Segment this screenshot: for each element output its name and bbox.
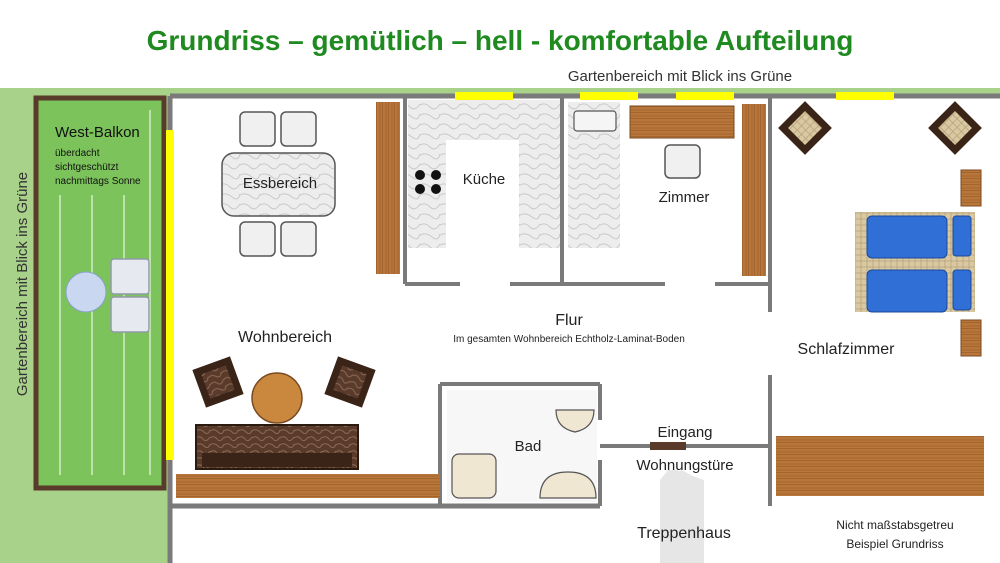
- room-label-kueche: Küche: [463, 171, 506, 188]
- wall-cabinet: [376, 102, 400, 274]
- nightstand: [960, 169, 982, 207]
- zimmer-wardrobe: [742, 104, 766, 276]
- balcony-chair: [110, 258, 150, 295]
- room-label-essbereich: Essbereich: [243, 175, 317, 192]
- room-label-flur: Flur: [555, 312, 583, 329]
- zimmer-chair: [664, 144, 701, 179]
- dining-chairs: [239, 111, 317, 257]
- balcony-chair: [110, 296, 150, 333]
- garden-top-label: Gartenbereich mit Blick ins Grüne: [568, 68, 792, 85]
- kitchen-floor: [446, 140, 519, 248]
- shower-tray: [451, 453, 497, 499]
- balcony-deck-lines: [59, 110, 151, 475]
- page-title: Grundriss – gemütlich – hell - komfortab…: [147, 25, 854, 56]
- zimmer-desk: [629, 105, 735, 139]
- scale-note: Nicht maßstabsgetreu: [836, 518, 953, 532]
- bed-blankets: [866, 215, 972, 313]
- garden-left-label: Gartenbereich mit Blick ins Grüne: [14, 172, 31, 396]
- room-label-schlafzimmer: Schlafzimmer: [798, 341, 896, 358]
- living-armchair: [324, 356, 376, 408]
- nightstand: [960, 319, 982, 357]
- toilet: [555, 409, 595, 433]
- entrance-arrow-head: [660, 470, 704, 483]
- example-note: Beispiel Grundriss: [846, 537, 943, 551]
- stove-icon: [415, 170, 441, 194]
- room-label-bad: Bad: [515, 438, 542, 455]
- balcony-line: nachmittags Sonne: [55, 176, 141, 187]
- balcony-line: überdacht: [55, 148, 100, 159]
- sink: [539, 471, 597, 499]
- dining-table: [221, 152, 336, 217]
- bedroom-wardrobe: [776, 436, 984, 496]
- room-label-zimmer: Zimmer: [659, 189, 710, 206]
- windows: [166, 92, 894, 460]
- zimmer-pillow: [573, 110, 617, 132]
- flooring-note: Im gesamten Wohnbereich Echtholz-Laminat…: [453, 334, 685, 345]
- label-eingang: Eingang: [657, 424, 712, 441]
- room-label-wohnbereich: Wohnbereich: [238, 329, 332, 346]
- balcony-title: West-Balkon: [55, 124, 140, 141]
- balcony-table: [65, 271, 107, 313]
- label-treppenhaus: Treppenhaus: [637, 525, 731, 542]
- balcony-line: sichtgeschützt: [55, 162, 119, 173]
- sofa-seat: [202, 453, 352, 467]
- sideboard: [176, 474, 440, 498]
- label-wohnungstuere: Wohnungstüre: [636, 457, 733, 474]
- entrance-arrow: [660, 470, 704, 563]
- coffee-table: [251, 372, 303, 424]
- living-armchair: [192, 356, 244, 408]
- entrance-door: [650, 442, 686, 450]
